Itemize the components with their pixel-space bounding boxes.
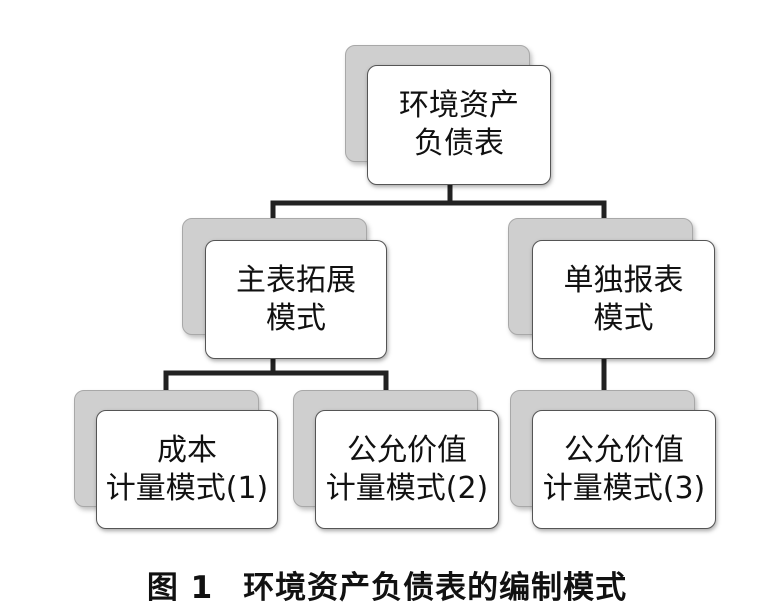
node-right-branch-line1: 单独报表 (563, 262, 684, 298)
node-leaf-2-line2: 计量模式(2) (325, 470, 489, 506)
node-root-line1: 环境资产 (399, 88, 519, 123)
node-root-card: 环境资产 负债表 (367, 65, 551, 185)
node-leaf-1-line2: 计量模式(1) (105, 470, 269, 506)
figure-title: 环境资产负债表的编制模式 (243, 570, 628, 606)
node-leaf-1-card: 成本 计量模式(1) (96, 410, 278, 529)
node-leaf-3-line1: 公允价值 (564, 432, 684, 468)
node-leaf-3-line2: 计量模式(3) (542, 470, 706, 506)
node-left-branch-line1: 主表拓展 (236, 262, 356, 298)
node-leaf-3-card: 公允价值 计量模式(3) (532, 410, 716, 529)
node-left-branch-card: 主表拓展 模式 (205, 240, 387, 359)
node-root-line2: 负债表 (414, 126, 504, 161)
figure-number: 图 1 (146, 570, 214, 606)
node-leaf-1-line1: 成本 (157, 432, 217, 468)
figure-caption: 图 1 环境资产负债表的编制模式 (0, 562, 774, 607)
node-right-branch-line2: 模式 (593, 300, 654, 336)
node-left-branch-line2: 模式 (266, 300, 326, 336)
node-leaf-2-line1: 公允价值 (347, 432, 467, 468)
node-right-branch-card: 单独报表 模式 (532, 240, 715, 359)
node-leaf-2-card: 公允价值 计量模式(2) (315, 410, 499, 529)
